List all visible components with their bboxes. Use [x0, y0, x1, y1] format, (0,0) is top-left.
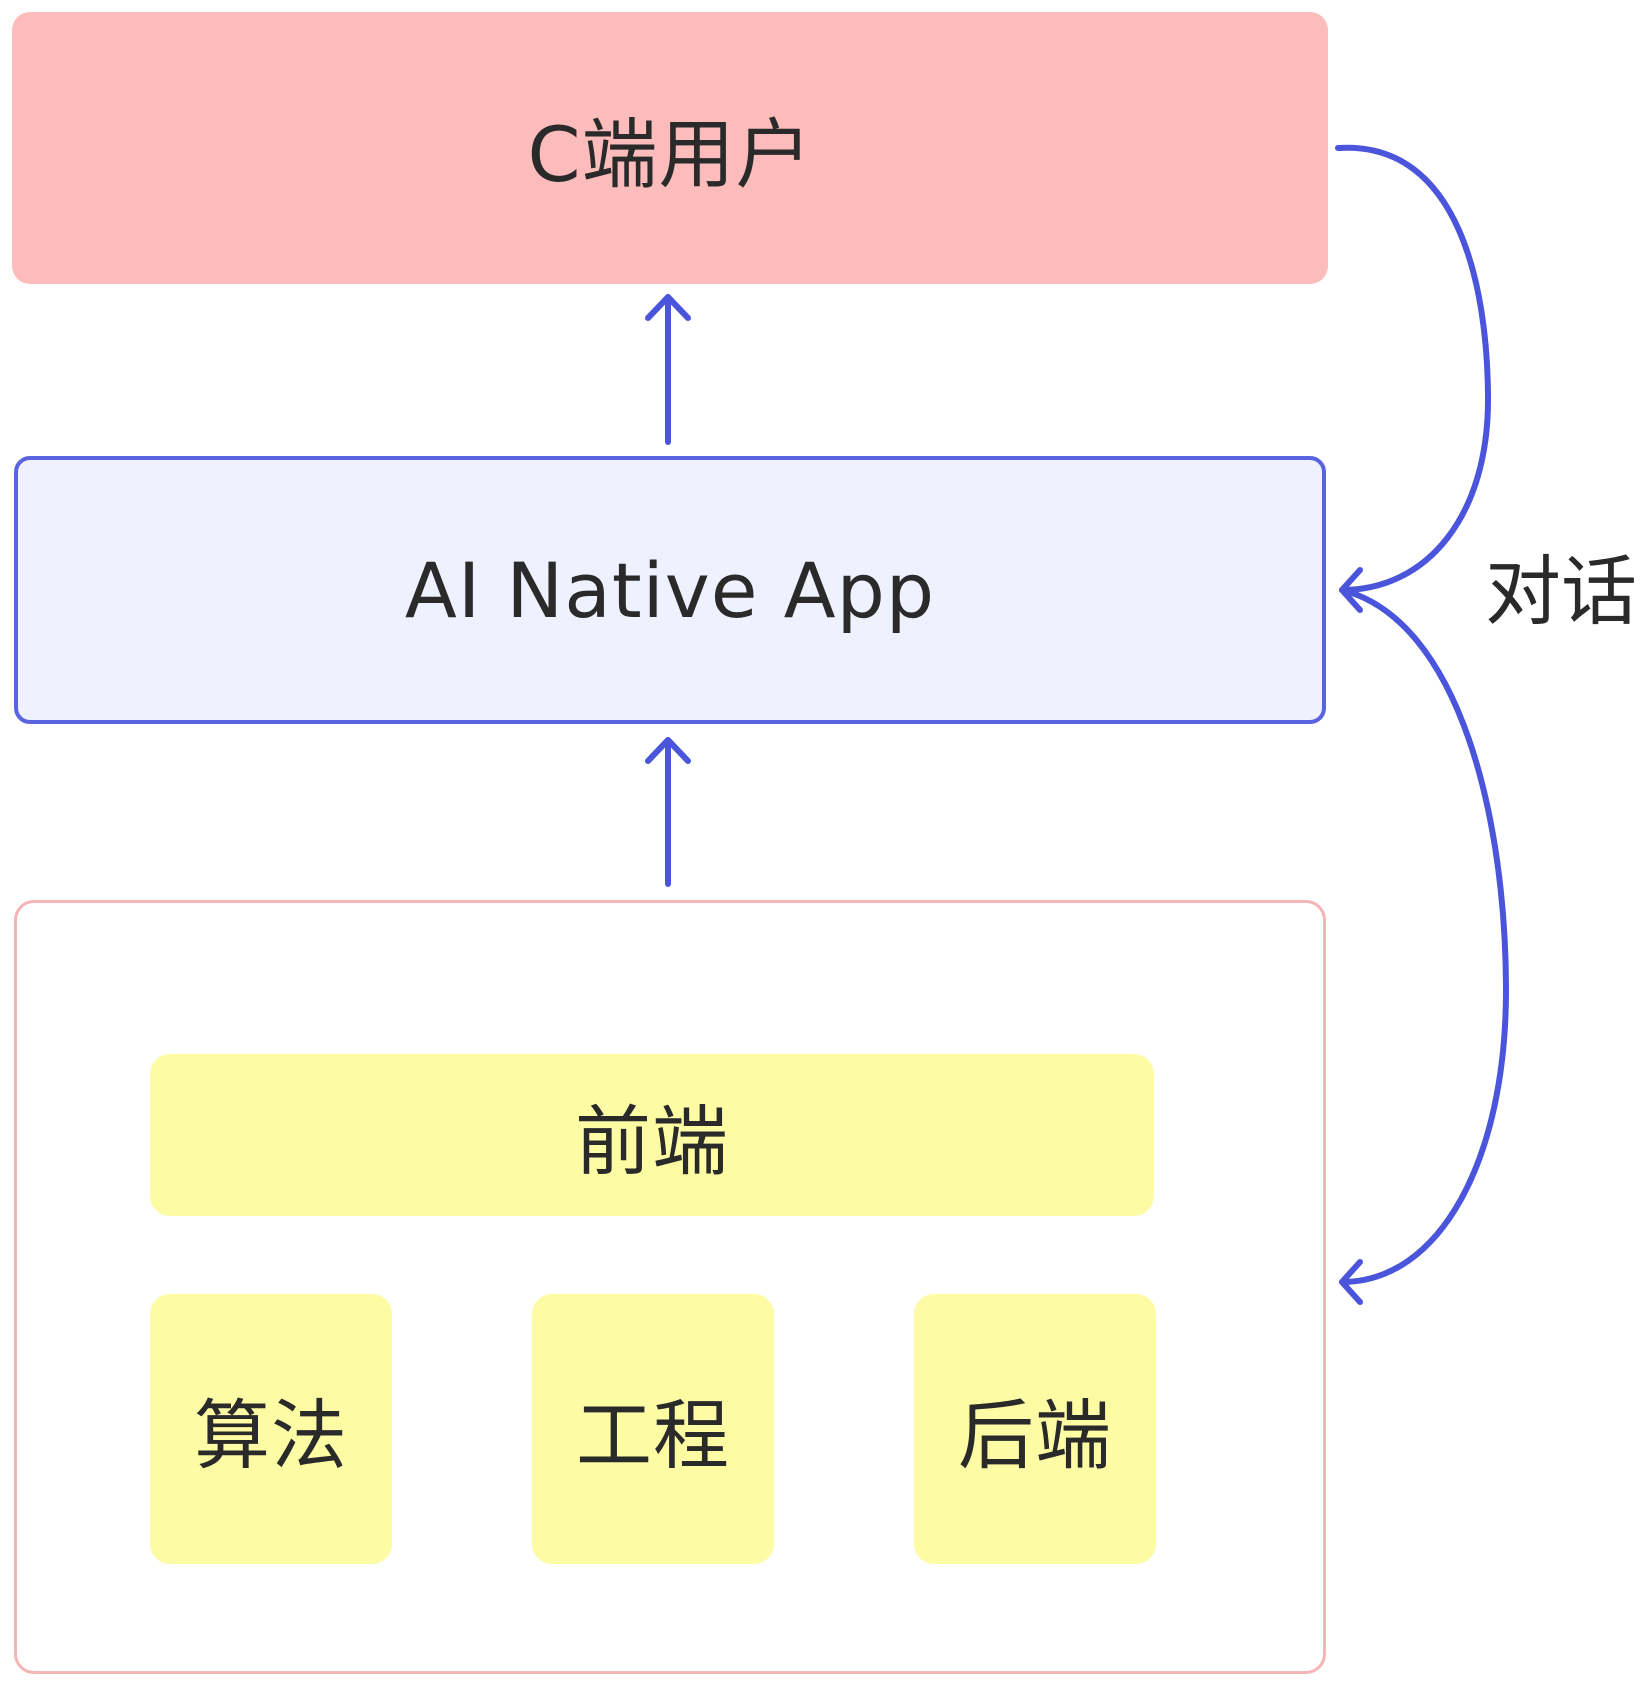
ai-native-app-label: AI Native App — [404, 545, 936, 635]
backend-label: 后端 — [958, 1391, 1112, 1480]
arrow-team-to-app-head — [645, 737, 691, 764]
ai-native-app-box: AI Native App — [14, 456, 1326, 724]
engineering-box: 工程 — [532, 1294, 774, 1564]
arrow-app-to-user-head — [645, 294, 691, 321]
frontend-label: 前端 — [575, 1097, 729, 1186]
frontend-box: 前端 — [150, 1054, 1154, 1216]
algorithm-label: 算法 — [194, 1391, 348, 1480]
dialog-curve-user-to-app-head — [1339, 567, 1363, 613]
engineering-label: 工程 — [576, 1391, 730, 1480]
dialog-curve-app-to-team — [1339, 587, 1509, 1285]
algorithm-box: 算法 — [150, 1294, 392, 1564]
dialog-curve-app-to-team-head — [1339, 1259, 1363, 1305]
c-user-label: C端用户 — [527, 110, 813, 199]
backend-box: 后端 — [914, 1294, 1156, 1564]
dialog-curve-user-to-app — [1335, 144, 1491, 593]
c-user-box: C端用户 — [12, 12, 1328, 284]
dialog-label: 对话 — [1485, 547, 1637, 636]
